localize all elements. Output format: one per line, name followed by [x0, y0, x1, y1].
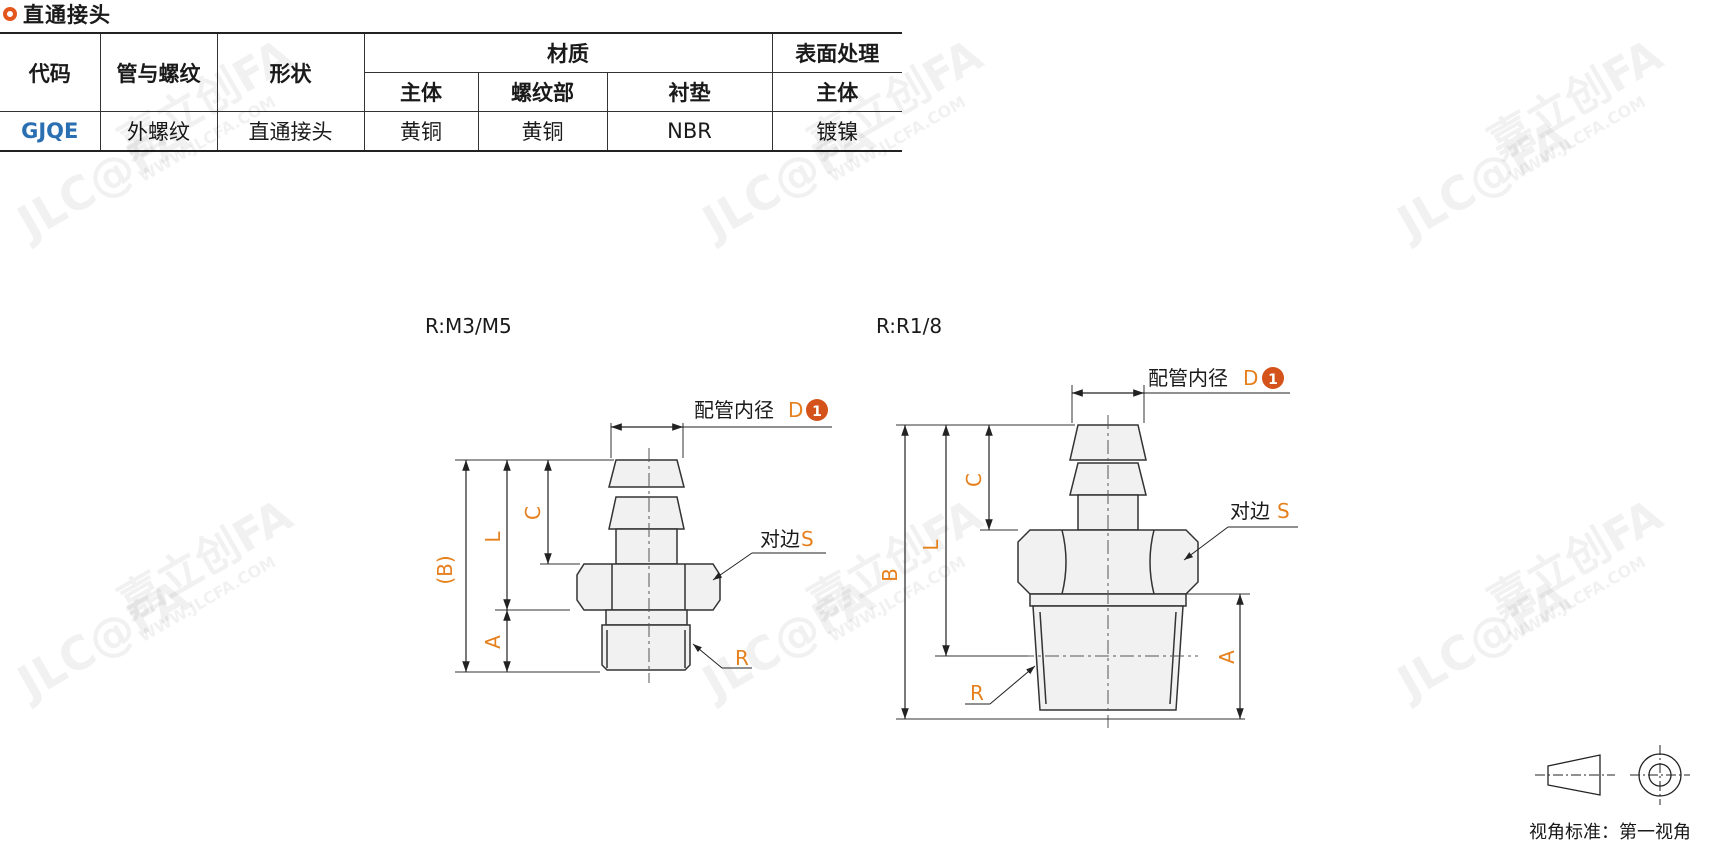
- drawing2-hex-letter: S: [1277, 499, 1290, 523]
- leaders-1: [683, 426, 832, 669]
- cell-body: 黄铜: [363, 111, 479, 152]
- dimension-lines-2: [901, 389, 1244, 719]
- drawing2-title: R:R1/8: [876, 314, 942, 338]
- drawing2-note-num: 1: [1268, 372, 1278, 388]
- drawing2-hex-label: 对边: [1230, 499, 1270, 523]
- drawing1-dim-b: (B): [433, 555, 457, 584]
- drawing-m3-m5: R:M3/M5: [425, 314, 832, 683]
- first-angle-projection-icon: [1535, 745, 1690, 805]
- cell-pipe: 外螺纹: [99, 111, 218, 152]
- header-gasket: 衬垫: [606, 72, 773, 112]
- dimension-lines-1: [462, 423, 683, 672]
- drawing1-pipe-dia-letter: D: [788, 398, 803, 422]
- drawing1-dim-l: L: [481, 531, 505, 543]
- section-header: 直通接头: [0, 0, 111, 28]
- drawing1-title: R:M3/M5: [425, 314, 512, 338]
- spec-table: 代码 管与螺纹 形状 材质 表面处理 主体 螺纹部 衬垫 主体 GJQE 外螺纹…: [0, 32, 902, 152]
- cell-thread: 黄铜: [477, 111, 608, 152]
- drawing1-dim-c: C: [521, 506, 545, 520]
- note-badge-icon: [806, 399, 828, 421]
- view-standard-label: 视角标准：第一视角: [1529, 822, 1691, 843]
- drawing2-dim-a: A: [1215, 650, 1239, 664]
- drawing2-dim-b: B: [878, 568, 902, 582]
- fitting1-outline: [576, 459, 721, 671]
- note-badge-icon: [1262, 367, 1284, 389]
- leaders-2: [965, 392, 1298, 705]
- drawing2-dim-c: C: [962, 473, 986, 487]
- cell-gasket: NBR: [606, 111, 773, 152]
- drawing1-dim-r: R: [735, 646, 749, 670]
- drawing1-note-num: 1: [812, 404, 822, 420]
- header-surface-body: 主体: [771, 72, 902, 112]
- header-thread: 螺纹部: [477, 72, 608, 112]
- header-body: 主体: [364, 72, 479, 112]
- watermark-group: JLC@FA 嘉立创FA WWW.JLCFA.COM JLC@FA 嘉立创FA …: [6, 30, 1671, 711]
- drawing1-hex-label: 对边: [760, 527, 800, 551]
- drawing2-pipe-dia-letter: D: [1243, 366, 1258, 390]
- drawing1-hex-letter: S: [801, 527, 814, 551]
- drawing-r1-8: R:R1/8: [876, 314, 1298, 728]
- drawing2-dim-r: R: [970, 681, 984, 705]
- page-title: 直通接头: [23, 3, 111, 27]
- drawing2-pipe-dia-label: 配管内径: [1148, 366, 1228, 390]
- extension-lines-1: [455, 423, 684, 673]
- ring-icon: [3, 7, 17, 21]
- header-material: 材质: [363, 32, 773, 73]
- cell-shape: 直通接头: [216, 111, 365, 152]
- drawing2-dim-l: L: [919, 539, 943, 551]
- drawing1-pipe-dia-label: 配管内径: [694, 398, 774, 422]
- cell-surface: 镀镍: [771, 111, 902, 152]
- header-surface: 表面处理: [771, 32, 902, 73]
- table-row: GJQE 外螺纹 直通接头 黄铜 黄铜 NBR 镀镍: [0, 111, 902, 152]
- drawing1-dim-a: A: [481, 635, 505, 649]
- header-shape: 形状: [216, 32, 365, 112]
- header-code: 代码: [0, 32, 101, 112]
